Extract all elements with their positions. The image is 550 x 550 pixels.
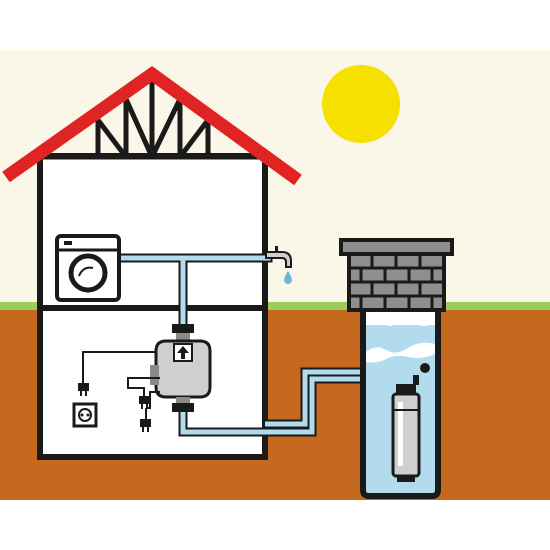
- well-cap: [339, 238, 454, 256]
- grass-strip: [0, 302, 550, 311]
- power-plug-icon: [78, 383, 89, 396]
- faucet-icon: [265, 246, 292, 268]
- wall-socket-icon: [72, 402, 98, 428]
- pressure-pump-icon: [150, 324, 212, 412]
- power-plug-icon: [140, 408, 151, 432]
- brick-mortar: [349, 254, 444, 310]
- up-arrow-icon: [173, 343, 193, 362]
- sun-icon: [322, 65, 400, 143]
- roof-truss: [40, 80, 265, 160]
- water-drop-icon: [284, 271, 292, 284]
- washing-machine-icon: [55, 234, 121, 302]
- roof: [2, 66, 302, 186]
- well: [339, 238, 454, 499]
- water-pipes: [113, 253, 415, 437]
- water-wave: [366, 342, 435, 363]
- submersible-pump-icon: [391, 384, 421, 482]
- power-plug-icon: [139, 396, 150, 409]
